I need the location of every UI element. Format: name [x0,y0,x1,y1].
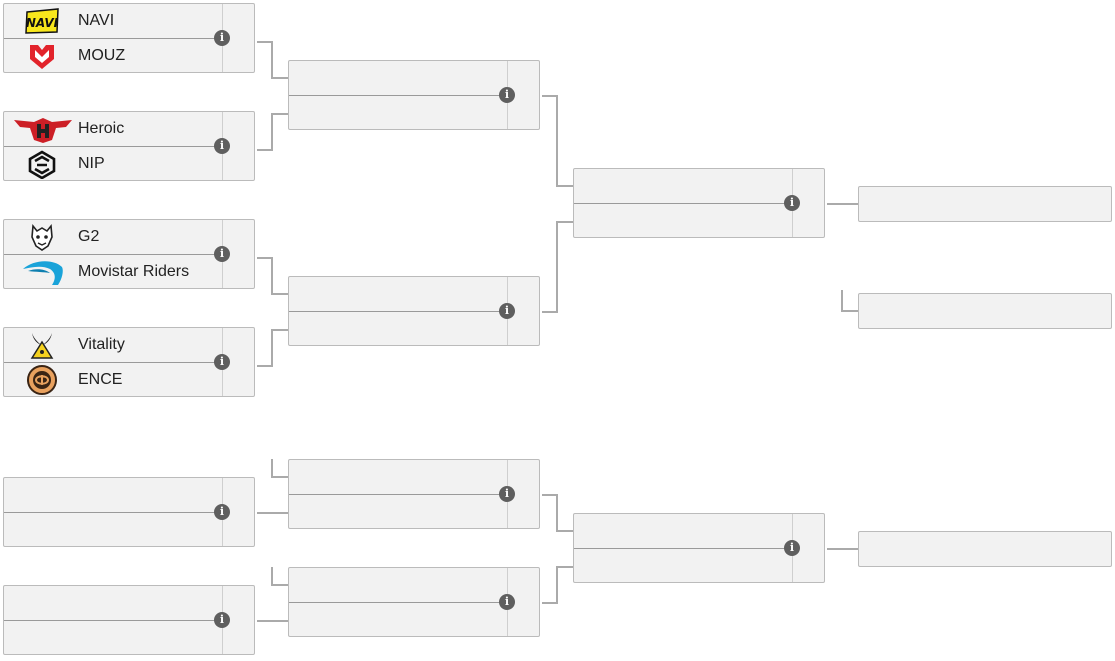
info-icon[interactable]: i [214,504,230,520]
match-info-column: i [499,61,539,129]
heroic-logo-icon [12,114,74,144]
team-name: NIP [78,155,105,172]
team-slot-empty[interactable] [4,621,224,655]
team-slot-empty[interactable] [4,513,224,547]
match-info-column: i [214,586,254,654]
info-icon[interactable]: i [784,195,800,211]
quarterfinal-4-match: Vitality ENCE i [3,327,255,397]
nip-logo-icon [24,149,60,180]
team-slot-empty[interactable] [289,495,509,529]
info-icon[interactable]: i [214,354,230,370]
third-place-match-result-slot[interactable] [858,531,1112,567]
team-name: NAVI [78,12,115,29]
team-slot-empty[interactable] [4,478,224,513]
team-name: Heroic [78,120,125,137]
team-slot-vitality[interactable]: Vitality [4,328,224,363]
svg-text:NAVI: NAVI [26,16,59,30]
team-slot-mouz[interactable]: MOUZ [4,39,224,73]
team-slot-empty[interactable] [574,169,794,204]
team-name: G2 [78,228,100,245]
lower-semifinal-2-match: i [288,567,540,637]
semifinal-2-match: i [288,276,540,346]
lower-round-1-match: i [3,477,255,547]
team-name: MOUZ [78,47,126,64]
match-info-column: i [214,112,254,180]
team-slot-empty[interactable] [289,312,509,346]
semifinal-1-match: i [288,60,540,130]
team-slot-empty[interactable] [574,514,794,549]
team-slot-empty[interactable] [574,549,794,583]
info-icon[interactable]: i [214,30,230,46]
team-name: Movistar Riders [78,263,190,280]
match-info-column: i [499,460,539,528]
quarterfinal-1-match: NAVI NAVI MOUZ i [3,3,255,73]
lower-round-2-match: i [3,585,255,655]
match-info-column: i [499,277,539,345]
champion-slot[interactable] [858,186,1112,222]
match-info-column: i [214,4,254,72]
team-name: Vitality [78,336,125,353]
team-slot-empty[interactable] [289,277,509,312]
info-icon[interactable]: i [499,303,515,319]
final-match: i [573,168,825,238]
info-icon[interactable]: i [499,594,515,610]
team-slot-empty[interactable] [289,61,509,96]
info-icon[interactable]: i [499,486,515,502]
info-icon[interactable]: i [214,138,230,154]
info-icon[interactable]: i [214,612,230,628]
team-slot-nip[interactable]: NIP [4,147,224,181]
team-slot-empty[interactable] [289,460,509,495]
info-icon[interactable]: i [214,246,230,262]
team-slot-g2[interactable]: G2 [4,220,224,255]
team-slot-ence[interactable]: ENCE [4,363,224,397]
third-place-winner-slot[interactable] [858,293,1112,329]
navi-logo-icon: NAVI [24,6,60,36]
match-info-column: i [499,568,539,636]
quarterfinal-3-match: G2 Movistar Riders i [3,219,255,289]
mouz-logo-icon [24,41,60,71]
team-slot-navi[interactable]: NAVI NAVI [4,4,224,39]
team-slot-empty[interactable] [289,96,509,130]
match-info-column: i [784,514,824,582]
lower-semifinal-1-match: i [288,459,540,529]
match-info-column: i [784,169,824,237]
team-slot-empty[interactable] [289,603,509,637]
match-info-column: i [214,328,254,396]
team-slot-empty[interactable] [4,586,224,621]
match-info-column: i [214,478,254,546]
ence-logo-icon [24,365,60,395]
team-slot-movistar-riders[interactable]: Movistar Riders [4,255,224,289]
quarterfinal-2-match: Heroic NIP i [3,111,255,181]
info-icon[interactable]: i [499,87,515,103]
team-slot-empty[interactable] [574,204,794,238]
team-slot-heroic[interactable]: Heroic [4,112,224,147]
team-slot-empty[interactable] [289,568,509,603]
third-place-match: i [573,513,825,583]
team-name: ENCE [78,371,123,388]
info-icon[interactable]: i [784,540,800,556]
g2-logo-icon [24,222,60,252]
match-info-column: i [214,220,254,288]
vitality-logo-icon [24,330,60,360]
movistar-riders-logo-icon [20,257,66,287]
